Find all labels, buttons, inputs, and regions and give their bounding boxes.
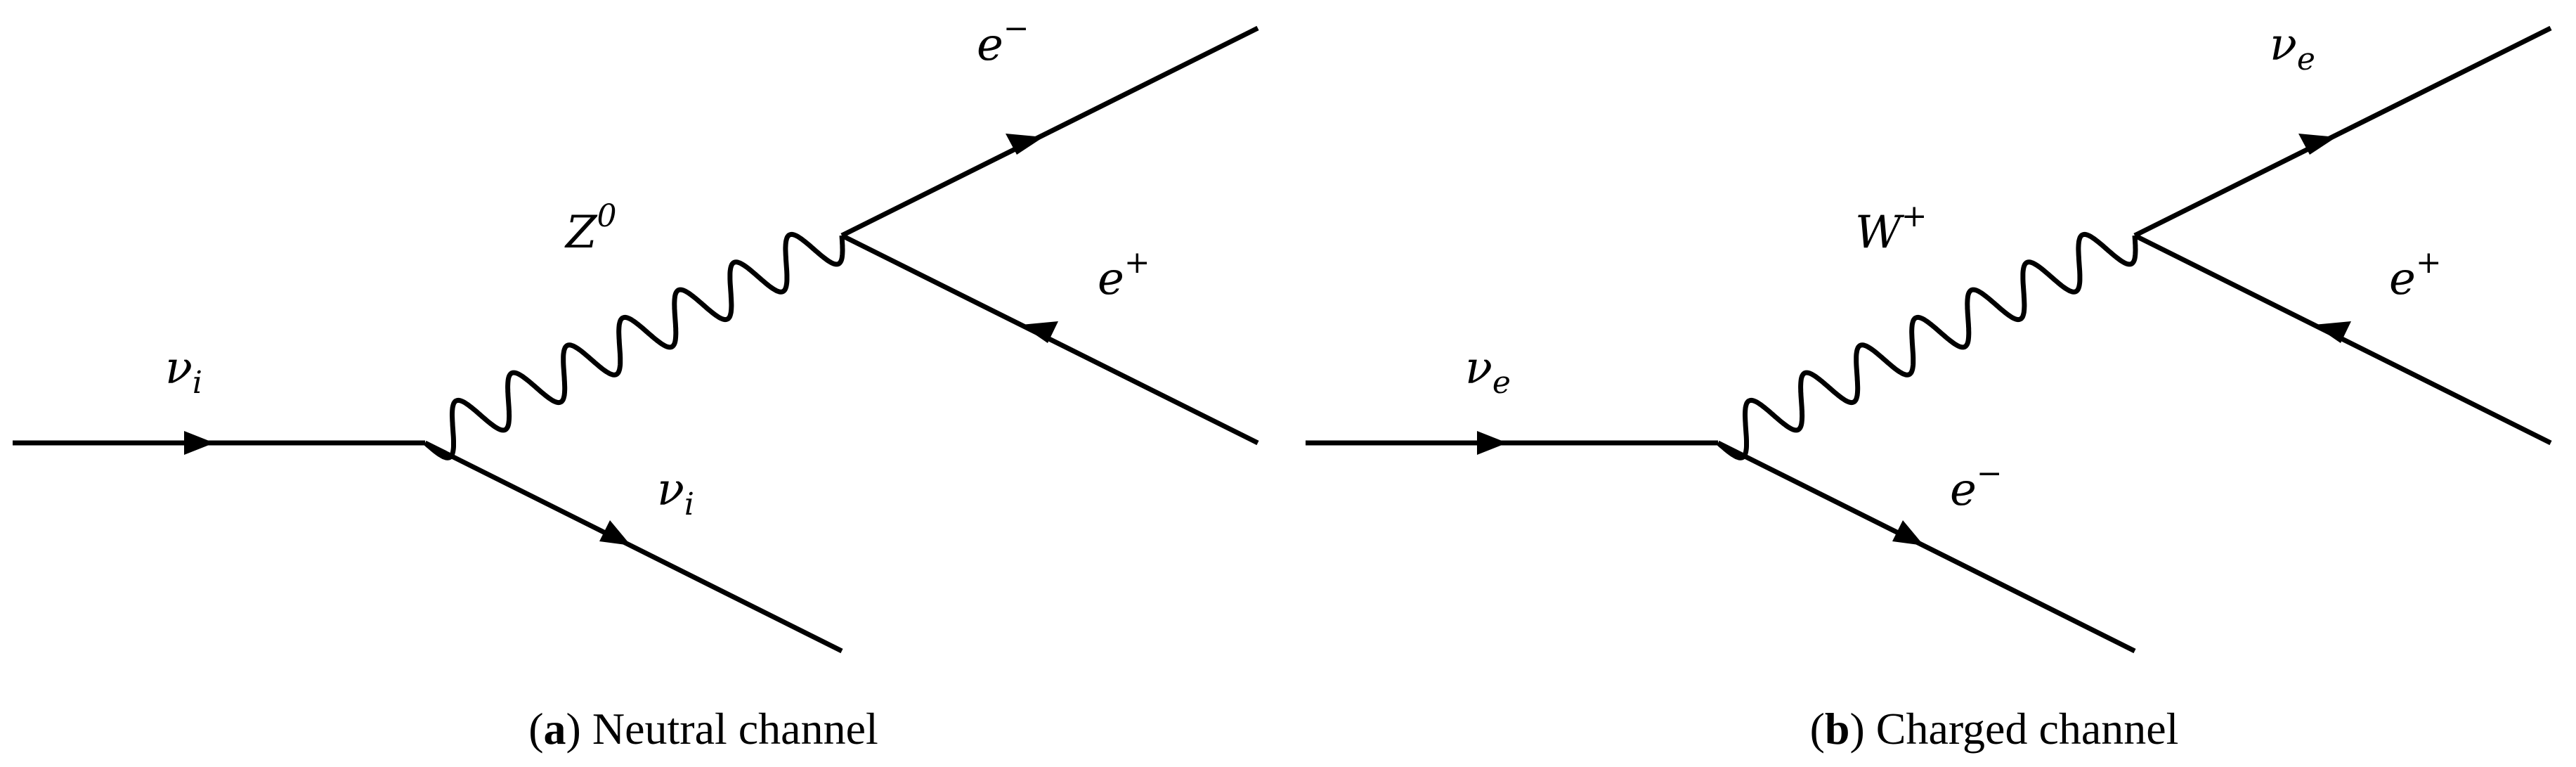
electron-line: [840, 25, 1259, 238]
label-lower-right: e+: [2389, 245, 2442, 305]
positron-arrow-icon: [2314, 321, 2351, 343]
label-boson: W+: [1855, 198, 1927, 259]
label-incoming: νe: [1465, 342, 1511, 401]
outgoing-arrow-icon: [1892, 520, 1924, 546]
electron-arrow-icon: [1006, 134, 1043, 155]
label-upper-right: e−: [977, 11, 1029, 71]
caption-a: (a) Neutral channel: [528, 704, 878, 754]
outgoing-arrow-icon: [599, 520, 631, 546]
incoming-arrow-icon: [1477, 431, 1507, 455]
label-incoming: νi: [165, 342, 202, 401]
caption-b: (b) Charged channel: [1810, 704, 2179, 754]
label-upper-right: νe: [2270, 19, 2315, 77]
label-boson: Z0: [564, 198, 616, 259]
label-outgoing-lower: νi: [657, 464, 694, 522]
label-outgoing-lower: e−: [1950, 456, 2003, 516]
w-boson-propagator: [1716, 231, 2138, 460]
positron-line: [2133, 233, 2552, 446]
panel-a-neutral-channel: νi νi Z0 e− e+ (a) Neutral channel: [13, 11, 1259, 754]
positron-line: [840, 233, 1259, 446]
incoming-arrow-icon: [184, 431, 214, 455]
outgoing-electron-line: [1717, 440, 2136, 654]
z-boson-propagator: [423, 231, 845, 460]
neutrino-arrow-icon: [2298, 134, 2336, 155]
label-lower-right: e+: [1098, 245, 1150, 305]
outgoing-neutrino-line: [424, 440, 843, 654]
positron-arrow-icon: [1021, 321, 1058, 343]
neutrino-line: [2133, 25, 2552, 238]
panel-b-charged-channel: νe e− W+ νe e+ (b) Charged channel: [1306, 19, 2552, 754]
